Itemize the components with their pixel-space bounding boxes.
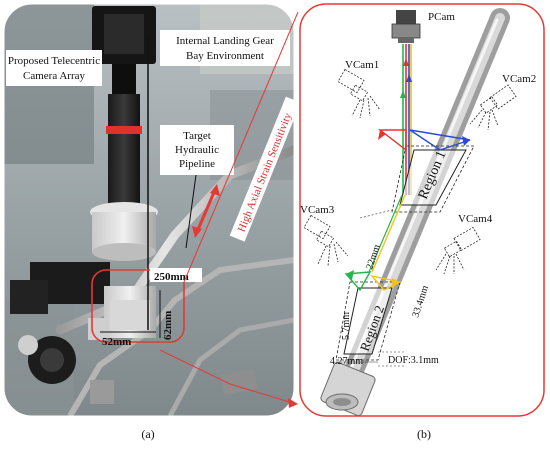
caption-b: (b)	[417, 427, 431, 441]
lens-red-ring	[106, 126, 142, 134]
pcam-icon	[391, 10, 421, 43]
region2-box	[335, 281, 401, 361]
vcam3-icon	[303, 214, 349, 267]
vcam3-label: VCam3	[300, 204, 335, 216]
dim-62-label: 62mm	[162, 311, 174, 340]
caption-a: (a)	[141, 427, 154, 441]
vcam2-label: VCam2	[502, 73, 536, 85]
dim-4-27-label: 4.27mm	[330, 356, 363, 367]
connector-top	[183, 11, 299, 283]
camera-array-label-2: Camera Array	[23, 70, 85, 82]
region1-red-tri	[377, 129, 407, 152]
target-label-1: Target	[183, 130, 211, 142]
lens-barrel	[108, 94, 140, 204]
region1-blue-tri	[409, 129, 471, 151]
environment-label-box	[160, 30, 290, 66]
vcam1-label: VCam1	[345, 59, 379, 71]
connector-bottom	[159, 349, 231, 385]
region2-green-tri	[344, 271, 372, 292]
pipe-fitting	[320, 361, 376, 417]
vcam1-icon	[337, 68, 381, 119]
vcam4-icon	[435, 226, 481, 275]
target-label-3: Pipeline	[179, 158, 215, 170]
dim-52-label: 52mm	[102, 336, 131, 348]
camera-array-label-1: Proposed Telecentric	[8, 55, 100, 67]
sensitivity-arrow	[195, 189, 217, 233]
dim-250-label: 250mm	[154, 271, 189, 283]
dof-label: DOF:3.1mm	[388, 355, 439, 366]
camera-array-label-box	[6, 50, 102, 86]
target-label-box	[160, 125, 234, 175]
highlight-box	[91, 269, 185, 343]
target-label-2: Hydraulic	[175, 144, 219, 156]
pcam-label: PCam	[428, 11, 455, 23]
vcam4-label: VCam4	[458, 213, 493, 225]
environment-label-2: Bay Environment	[186, 50, 264, 62]
environment-label-1: Internal Landing Gear	[176, 35, 274, 47]
dim-5-7-label: 5.7mm	[341, 312, 352, 340]
